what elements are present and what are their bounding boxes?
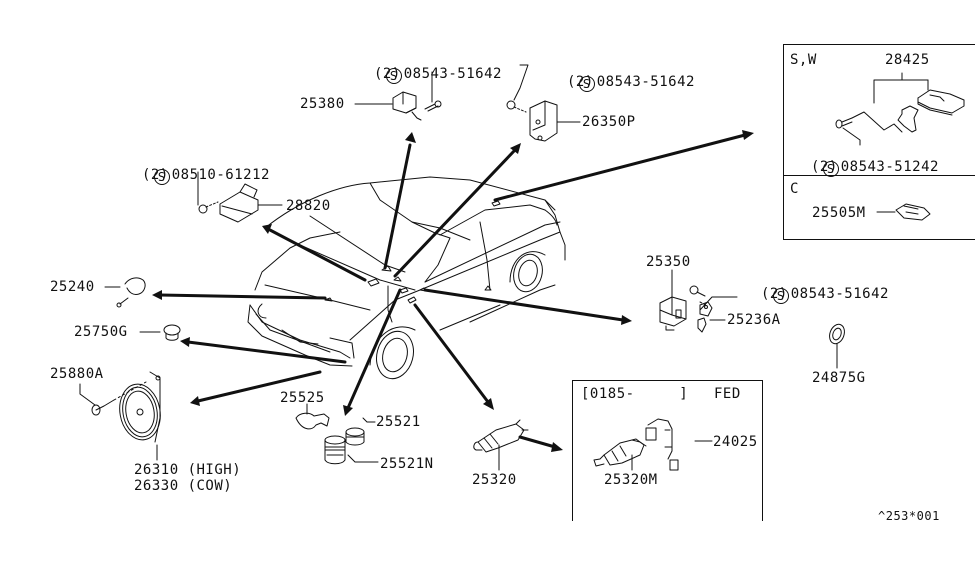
horn-low-label: 26330 (COW) bbox=[134, 478, 233, 494]
part-28820-label: 28820 bbox=[286, 198, 331, 214]
part-25750G-sketch bbox=[163, 324, 181, 341]
part-25380-sketch bbox=[392, 91, 422, 121]
callout-arrows bbox=[152, 130, 754, 452]
inset-fed-part-24025: 24025 bbox=[713, 434, 758, 450]
service-s-icon: S bbox=[385, 68, 402, 84]
part-28425-sketch bbox=[897, 89, 965, 133]
bolt-25350-qty: (2) bbox=[761, 286, 788, 302]
service-s-icon: S bbox=[772, 288, 789, 304]
part-24025-sketch bbox=[645, 418, 679, 471]
bolt-25350-sketch bbox=[689, 285, 707, 306]
inset-divider bbox=[783, 175, 975, 176]
part-25236A-sketch bbox=[697, 301, 713, 333]
bolt-25380-sketch bbox=[424, 100, 442, 112]
part-25350-sketch bbox=[659, 296, 687, 331]
part-25505M-sketch bbox=[895, 203, 931, 221]
part-25750G-label: 25750G bbox=[74, 324, 128, 340]
inset-c-variant: C bbox=[790, 181, 799, 197]
service-s-icon: S bbox=[822, 161, 839, 177]
horn-high-label: 26310 (HIGH) bbox=[134, 462, 242, 478]
part-24875G-label: 24875G bbox=[812, 370, 866, 386]
part-25380-label: 25380 bbox=[300, 96, 345, 112]
part-25240-sketch bbox=[116, 277, 146, 308]
inset-c-part-25505M: 25505M bbox=[812, 205, 866, 221]
part-26350P-label: 26350P bbox=[582, 114, 636, 130]
part-28820-sketch bbox=[198, 183, 259, 223]
part-26350P-sketch bbox=[506, 100, 558, 142]
inset-fed-part-25320M: 25320M bbox=[604, 472, 658, 488]
part-25236A-label: 25236A bbox=[727, 312, 781, 328]
part-horn-sketch bbox=[91, 371, 161, 443]
part-25320-sketch bbox=[473, 419, 529, 453]
inset-fed-variant: FED bbox=[714, 386, 741, 402]
part-25240-label: 25240 bbox=[50, 279, 95, 295]
inset-sw-c-frame bbox=[783, 44, 975, 240]
inset-fed-frame bbox=[572, 380, 763, 521]
inset-sw-part-28425: 28425 bbox=[885, 52, 930, 68]
leader-lines bbox=[79, 64, 929, 471]
part-25521-label: 25521 bbox=[376, 414, 421, 430]
car-illustration bbox=[247, 176, 566, 380]
service-s-icon: S bbox=[153, 169, 170, 185]
part-25880A-label: 25880A bbox=[50, 366, 104, 382]
part-25521N-sketch bbox=[324, 435, 346, 465]
part-25525-label: 25525 bbox=[280, 390, 325, 406]
part-25521-sketch bbox=[345, 427, 365, 446]
bolt-25380-qty: (2) bbox=[374, 66, 401, 82]
part-25320-label: 25320 bbox=[472, 472, 517, 488]
part-25525-sketch bbox=[295, 412, 330, 430]
bolt-28820-qty: (2) bbox=[142, 167, 169, 183]
inset-sw-variant: S,W bbox=[790, 52, 817, 68]
part-25521N-label: 25521N bbox=[380, 456, 434, 472]
part-24875G-sketch bbox=[829, 323, 845, 345]
inset-fed-range: [0185- ] bbox=[581, 386, 689, 402]
inset-sw-bolt-qty: (2) bbox=[811, 159, 838, 175]
service-s-icon: S bbox=[578, 76, 595, 92]
bolt-28425-sketch bbox=[835, 111, 903, 133]
part-25350-label: 25350 bbox=[646, 254, 691, 270]
catalog-code: ^253*001 bbox=[878, 509, 940, 523]
bolt-26350P-qty: (2) bbox=[567, 74, 594, 90]
part-25320M-sketch bbox=[593, 438, 647, 467]
